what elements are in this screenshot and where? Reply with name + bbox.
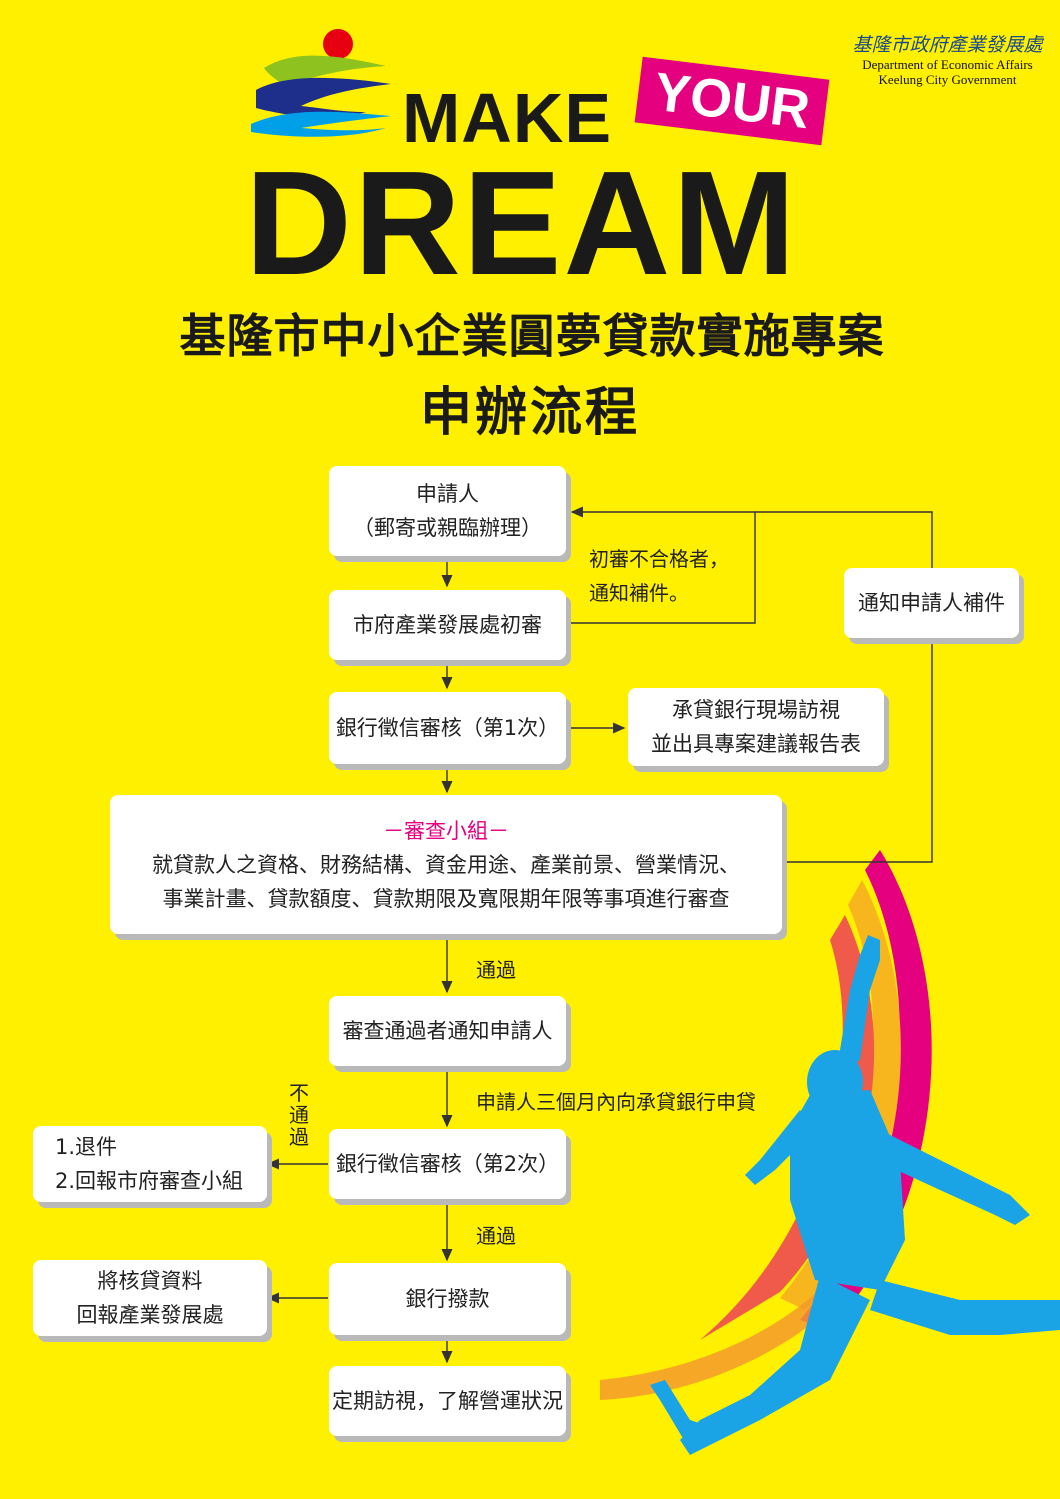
notify-supplement-box: 通知申請人補件 xyxy=(844,568,1019,638)
apply-bank-note: 申請人三個月內向承貸銀行申貸 xyxy=(476,1090,756,1114)
report-line2: 回報產業發展處 xyxy=(76,1303,224,1327)
department-name-english-line2: Keelung City Government xyxy=(878,72,1017,87)
keelung-logo-icon xyxy=(251,29,391,137)
bank-review-2-label: 銀行徵信審核（第2次） xyxy=(335,1152,560,1176)
initial-review-fail-note: 初審不合格者， 通知補件。 xyxy=(589,542,729,610)
pass-label-1: 通過 xyxy=(476,958,516,982)
report-box: 將核貸資料 回報產業發展處 xyxy=(33,1260,267,1336)
initial-review-box: 市府產業發展處初審 xyxy=(329,590,566,660)
disbursement-label: 銀行撥款 xyxy=(405,1287,490,1311)
applicant-method-label: （郵寄或親臨辦理） xyxy=(353,516,542,540)
regular-visit-box: 定期訪視，了解營運狀況 xyxy=(329,1366,566,1436)
department-name-chinese: 基隆市政府產業發展處 xyxy=(852,34,1043,56)
review-committee-line1: 就貸款人之資格、財務結構、資金用途、產業前景、營業情況、 xyxy=(152,852,740,877)
review-committee-box: －審查小組－ 就貸款人之資格、財務結構、資金用途、產業前景、營業情況、 事業計畫… xyxy=(110,795,782,934)
reject-box: 1.退件 2.回報市府審查小組 xyxy=(33,1126,267,1202)
page-title: 基隆市中小企業圓夢貸款實施專案 xyxy=(179,309,885,363)
disbursement-box: 銀行撥款 xyxy=(329,1263,566,1335)
initial-review-label: 市府產業發展處初審 xyxy=(353,613,542,637)
review-committee-line2: 事業計畫、貸款額度、貸款期限及寬限期年限等事項進行審查 xyxy=(162,886,730,911)
review-committee-title: －審查小組－ xyxy=(383,818,509,843)
page-subtitle: 申辦流程 xyxy=(419,383,640,443)
applicant-box: 申請人 （郵寄或親臨辦理） xyxy=(329,466,566,556)
notify-passed-box: 審查通過者通知申請人 xyxy=(329,996,566,1066)
bank-review-1-box: 銀行徵信審核（第1次） xyxy=(329,692,566,764)
pass-label-2: 通過 xyxy=(476,1224,516,1248)
notify-passed-label: 審查通過者通知申請人 xyxy=(342,1019,553,1043)
bank-review-1-label: 銀行徵信審核（第1次） xyxy=(335,716,560,740)
site-visit-line2: 並出具專案建議報告表 xyxy=(651,732,861,756)
notify-supplement-label: 通知申請人補件 xyxy=(858,591,1005,615)
site-visit-line1: 承貸銀行現場訪視 xyxy=(672,698,840,722)
fail-note-line1: 初審不合格者， xyxy=(589,547,729,571)
reject-item-1: 1.退件 xyxy=(55,1135,118,1159)
fail-note-line2: 通知補件。 xyxy=(589,581,689,605)
report-line1: 將核貸資料 xyxy=(97,1269,203,1293)
bank-review-2-box: 銀行徵信審核（第2次） xyxy=(329,1129,566,1199)
reject-item-2: 2.回報市府審查小組 xyxy=(55,1169,244,1193)
department-header: 基隆市政府產業發展處 Department of Economic Affair… xyxy=(850,30,1045,87)
not-pass-label: 不通過 xyxy=(289,1081,309,1149)
department-name-english-line1: Department of Economic Affairs xyxy=(862,57,1033,72)
slogan-make: MAKE xyxy=(402,79,613,157)
site-visit-box: 承貸銀行現場訪視 並出具專案建議報告表 xyxy=(628,688,884,766)
slogan-dream: DREAM xyxy=(245,141,798,306)
applicant-label: 申請人 xyxy=(416,482,479,506)
regular-visit-label: 定期訪視，了解營運狀況 xyxy=(332,1389,563,1413)
